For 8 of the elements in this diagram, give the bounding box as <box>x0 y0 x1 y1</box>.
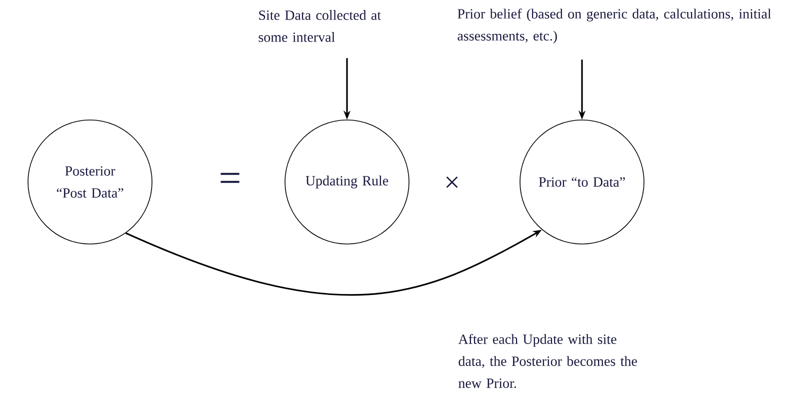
operator-symbol: × <box>446 176 458 188</box>
annotation-text: Prior belief (based on generic data, calculations, initial assessments, etc.) <box>458 8 772 44</box>
operator-symbol: = <box>220 172 240 183</box>
circle-node: Updating Rule <box>284 120 410 244</box>
note-text: After each Update with site data, the Posterior becomes the new Prior. <box>458 334 637 388</box>
circle-node: Posterior “Post Data” <box>28 120 152 244</box>
circle-node: Prior “to Data” <box>520 120 644 244</box>
annotation-text: Site Data collected at some interval <box>258 10 381 42</box>
